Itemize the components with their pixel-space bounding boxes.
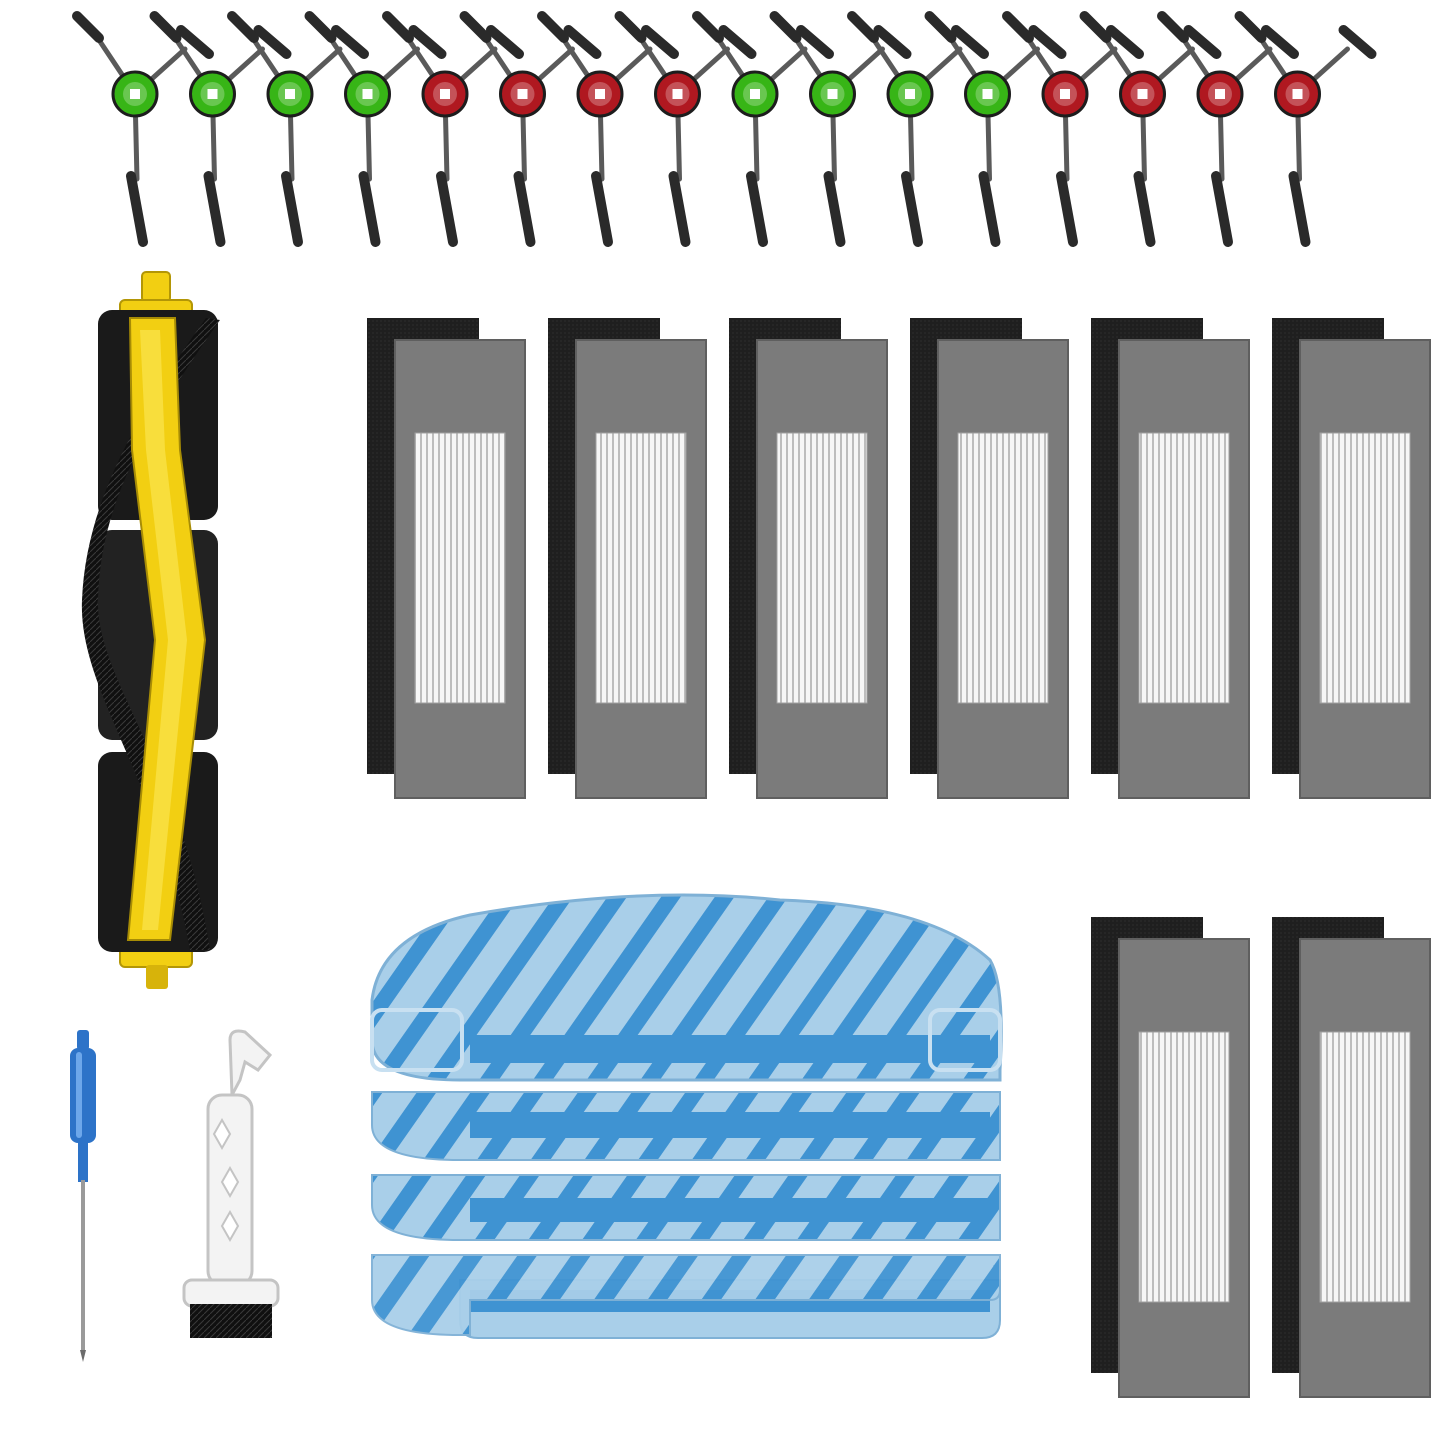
hepa-filter [367,318,526,799]
side-brush [1234,11,1377,247]
side-brush [1157,11,1299,247]
side-brush [924,11,1067,247]
side-brush [149,11,292,247]
side-brush [304,11,447,247]
main-roller-brush [81,271,221,989]
side-brush [1002,11,1144,247]
side-brush [382,11,524,247]
hepa-filter [1272,318,1431,799]
side-brush-row [72,11,1377,247]
hepa-filter [1091,917,1250,1398]
side-brush [847,11,989,247]
side-brush [614,11,757,247]
side-brush [769,11,912,247]
side-brush [537,11,679,247]
side-brush [692,11,834,247]
side-brush [72,11,214,247]
hepa-filter [910,318,1069,799]
hepa-filter-group [367,318,1431,1398]
hepa-filter [548,318,707,799]
hepa-filter [1272,917,1431,1398]
brush-cleaning-tool [182,1029,280,1338]
side-brush [1079,11,1222,247]
screwdriver [70,1030,96,1362]
mop-pad-stack [370,893,1003,1339]
hepa-filter [729,318,888,799]
side-brush [459,11,602,247]
hepa-filter [1091,318,1250,799]
side-brush [227,11,369,247]
